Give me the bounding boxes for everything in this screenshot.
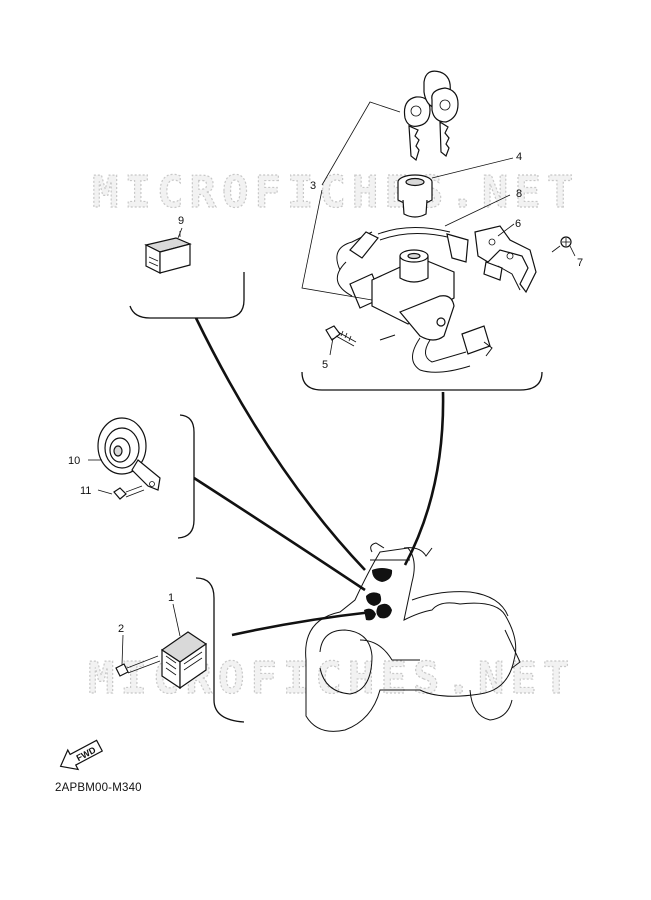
svg-text:MICROFICHES.NET: MICROFICHES.NET xyxy=(88,653,575,704)
key-set-part-3[interactable] xyxy=(403,70,459,162)
screw-part-7[interactable] xyxy=(551,236,572,253)
callout-5[interactable]: 5 xyxy=(322,359,328,371)
bracket-group-3 xyxy=(301,371,543,391)
main-switch-assembly[interactable] xyxy=(336,226,493,373)
relay-part-9[interactable] xyxy=(144,231,192,274)
horn-part-10[interactable] xyxy=(97,417,161,491)
callout-4[interactable]: 4 xyxy=(516,151,522,163)
callout-7[interactable]: 7 xyxy=(577,257,583,269)
svg-text:MICROFICHES.NET: MICROFICHES.NET xyxy=(92,167,579,218)
leader-3 xyxy=(403,391,445,566)
bracket-group-9 xyxy=(129,272,245,319)
lock-cylinder-part-4[interactable] xyxy=(397,174,433,218)
diagram-code: 2APBM00-M340 xyxy=(55,782,142,794)
leader-1 xyxy=(231,610,373,637)
callout-11[interactable]: 11 xyxy=(80,485,91,497)
svg-text:MICROFICHES.NET: MICROFICHES.NET xyxy=(92,167,579,218)
callout-10[interactable]: 10 xyxy=(68,455,80,467)
callout-8[interactable]: 8 xyxy=(516,188,522,200)
bracket-group-10 xyxy=(177,414,195,539)
lock-bracket-part-6[interactable] xyxy=(474,225,537,294)
fwd-arrow-icon: FWD xyxy=(59,739,104,771)
callout-1[interactable]: 1 xyxy=(168,592,174,604)
watermark-bottom: MICROFICHES.NET MICROFICHES.NET xyxy=(87,652,575,704)
regulator-part-1[interactable] xyxy=(160,631,208,690)
callout-2[interactable]: 2 xyxy=(118,623,124,635)
callout-leaders xyxy=(88,101,576,666)
bolt-part-5[interactable] xyxy=(325,325,357,347)
bolt-part-11[interactable] xyxy=(113,485,145,500)
leader-10 xyxy=(193,476,366,592)
scooter-outline xyxy=(305,542,521,732)
callout-3[interactable]: 3 xyxy=(310,180,316,192)
bolt-part-2[interactable] xyxy=(115,655,161,677)
watermark-top: MICROFICHES.NET MICROFICHES.NET xyxy=(91,166,579,218)
callout-9[interactable]: 9 xyxy=(178,215,184,227)
bracket-group-1 xyxy=(195,577,245,723)
leader-9 xyxy=(194,317,366,571)
callout-6[interactable]: 6 xyxy=(515,218,521,230)
